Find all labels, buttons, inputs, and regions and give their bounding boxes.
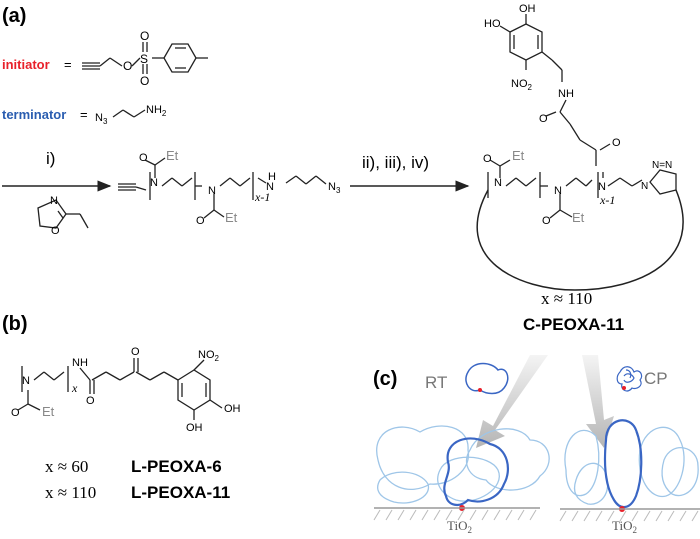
terminator-n3: N3 bbox=[95, 112, 108, 126]
cyclic-et2: Et bbox=[572, 210, 585, 225]
nitrodopamine-structure bbox=[499, 14, 611, 178]
triazole-nn: N=N bbox=[652, 160, 672, 171]
terminator-equals: = bbox=[80, 107, 88, 122]
row1-name: L-PEOXA-6 bbox=[131, 457, 222, 476]
amide-o: O bbox=[539, 113, 548, 125]
intermediate-n3: N bbox=[266, 181, 274, 193]
linear-repeat-x: x bbox=[71, 381, 78, 395]
initiator-label: initiator bbox=[2, 57, 50, 72]
cp-label: CP bbox=[644, 369, 668, 388]
tio2-left: TiO2 bbox=[447, 518, 472, 535]
panel-a-label: (a) bbox=[2, 5, 26, 27]
initiator-o-bottom: O bbox=[140, 74, 149, 88]
catechol-oh: OH bbox=[519, 3, 536, 15]
cp-coil-icon bbox=[616, 366, 643, 392]
oxazoline-n: N bbox=[50, 195, 58, 207]
cyclic-o1: O bbox=[483, 153, 492, 165]
cyclic-o2: O bbox=[542, 215, 551, 227]
rt-arrow bbox=[476, 355, 548, 448]
row1-x: x ≈ 60 bbox=[45, 457, 88, 476]
panel-c-label: (c) bbox=[373, 368, 397, 390]
intermediate-azide: N3 bbox=[328, 181, 341, 195]
intermediate-o1: O bbox=[139, 152, 148, 164]
cyclic-n3: N bbox=[598, 181, 606, 193]
terminator-nh2: NH2 bbox=[146, 104, 167, 118]
linear-no2: NO2 bbox=[198, 349, 220, 363]
row2-x: x ≈ 110 bbox=[45, 483, 96, 502]
cyclic-n2: N bbox=[554, 185, 562, 197]
panel-b-label: (b) bbox=[2, 313, 28, 335]
linear-et: Et bbox=[42, 404, 55, 419]
intermediate-nh: H bbox=[268, 171, 276, 183]
succinyl-o: O bbox=[612, 137, 621, 149]
catechol-no2: NO2 bbox=[511, 78, 533, 92]
tio2-right: TiO2 bbox=[612, 518, 637, 535]
product-name: C-PEOXA-11 bbox=[523, 315, 624, 334]
intermediate-n1: N bbox=[150, 177, 158, 189]
cp-anchor-dot bbox=[622, 386, 626, 390]
rt-coil-icon bbox=[465, 362, 509, 395]
intermediate-n2: N bbox=[208, 185, 216, 197]
amide-nh: NH bbox=[558, 88, 574, 100]
catechol-ho: HO bbox=[484, 18, 501, 30]
linear-amide-o: O bbox=[86, 395, 95, 407]
rt-label: RT bbox=[425, 373, 447, 392]
terminator-chain bbox=[112, 109, 146, 118]
linear-ketone-o: O bbox=[131, 346, 140, 358]
linear-nh: NH bbox=[72, 357, 88, 369]
linear-oh-bottom: OH bbox=[186, 422, 203, 434]
oxazoline-structure bbox=[37, 199, 89, 229]
cyclic-n1: N bbox=[494, 177, 502, 189]
rt-surface-scene bbox=[373, 425, 550, 521]
initiator-equals: = bbox=[64, 57, 72, 72]
initiator-o-atom: O bbox=[123, 59, 132, 73]
cp-arrow bbox=[582, 355, 614, 448]
intermediate-et2: Et bbox=[225, 210, 238, 225]
intermediate-et1: Et bbox=[166, 148, 179, 163]
row2-name: L-PEOXA-11 bbox=[131, 483, 230, 502]
terminator-label: terminator bbox=[2, 107, 66, 122]
linear-structure bbox=[17, 358, 223, 420]
intermediate-o2: O bbox=[196, 215, 205, 227]
initiator-s-atom: S bbox=[140, 52, 148, 66]
step-2-label: ii), iii), iv) bbox=[362, 153, 429, 172]
oxazoline-o: O bbox=[51, 225, 60, 237]
linear-oh-right: OH bbox=[224, 403, 241, 415]
linear-o: O bbox=[11, 407, 20, 419]
intermediate-repeat: x-1 bbox=[254, 190, 270, 204]
initiator-structure bbox=[82, 42, 208, 74]
step-1-label: i) bbox=[46, 149, 55, 168]
cyclic-repeat: x-1 bbox=[599, 193, 615, 207]
initiator-o-top: O bbox=[140, 29, 149, 43]
rt-anchor-dot bbox=[478, 388, 482, 392]
linear-n: N bbox=[22, 375, 30, 387]
cyclic-et1: Et bbox=[512, 148, 525, 163]
triazole-n1: N bbox=[641, 181, 648, 192]
intermediate-structure bbox=[118, 157, 327, 219]
cp-surface-scene bbox=[559, 419, 700, 522]
product-x-value: x ≈ 110 bbox=[541, 289, 592, 308]
cyclic-product-structure bbox=[476, 159, 684, 291]
